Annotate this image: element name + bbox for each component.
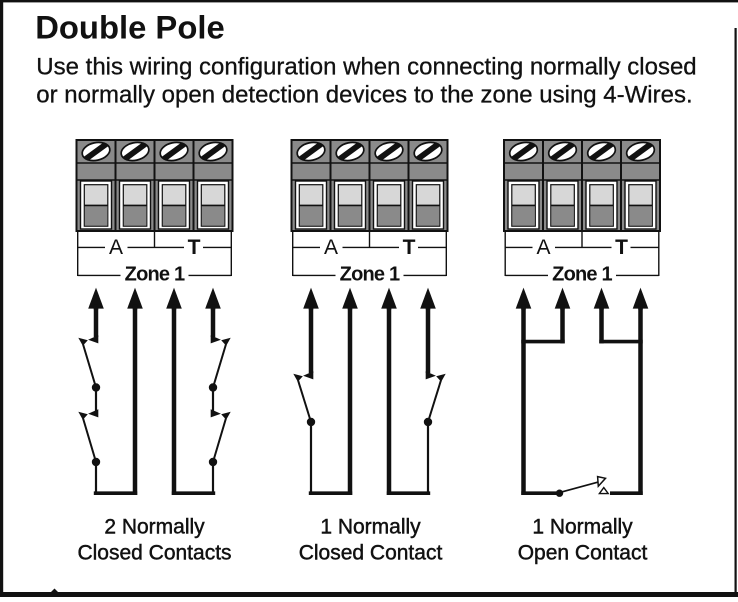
svg-text:or normally open detection dev: or normally open detection devices to th… xyxy=(36,82,692,109)
svg-text:Closed Contact: Closed Contact xyxy=(299,542,443,565)
svg-text:Closed Contacts: Closed Contacts xyxy=(77,542,231,565)
svg-text:Open Contact: Open Contact xyxy=(518,542,648,565)
svg-text:2 Normally: 2 Normally xyxy=(104,515,205,538)
svg-text:Double Pole: Double Pole xyxy=(35,9,225,46)
svg-text:Use this wiring configuration: Use this wiring configuration when conne… xyxy=(36,54,696,81)
svg-text:1 Normally: 1 Normally xyxy=(532,515,633,538)
svg-text:1 Normally: 1 Normally xyxy=(320,515,421,538)
